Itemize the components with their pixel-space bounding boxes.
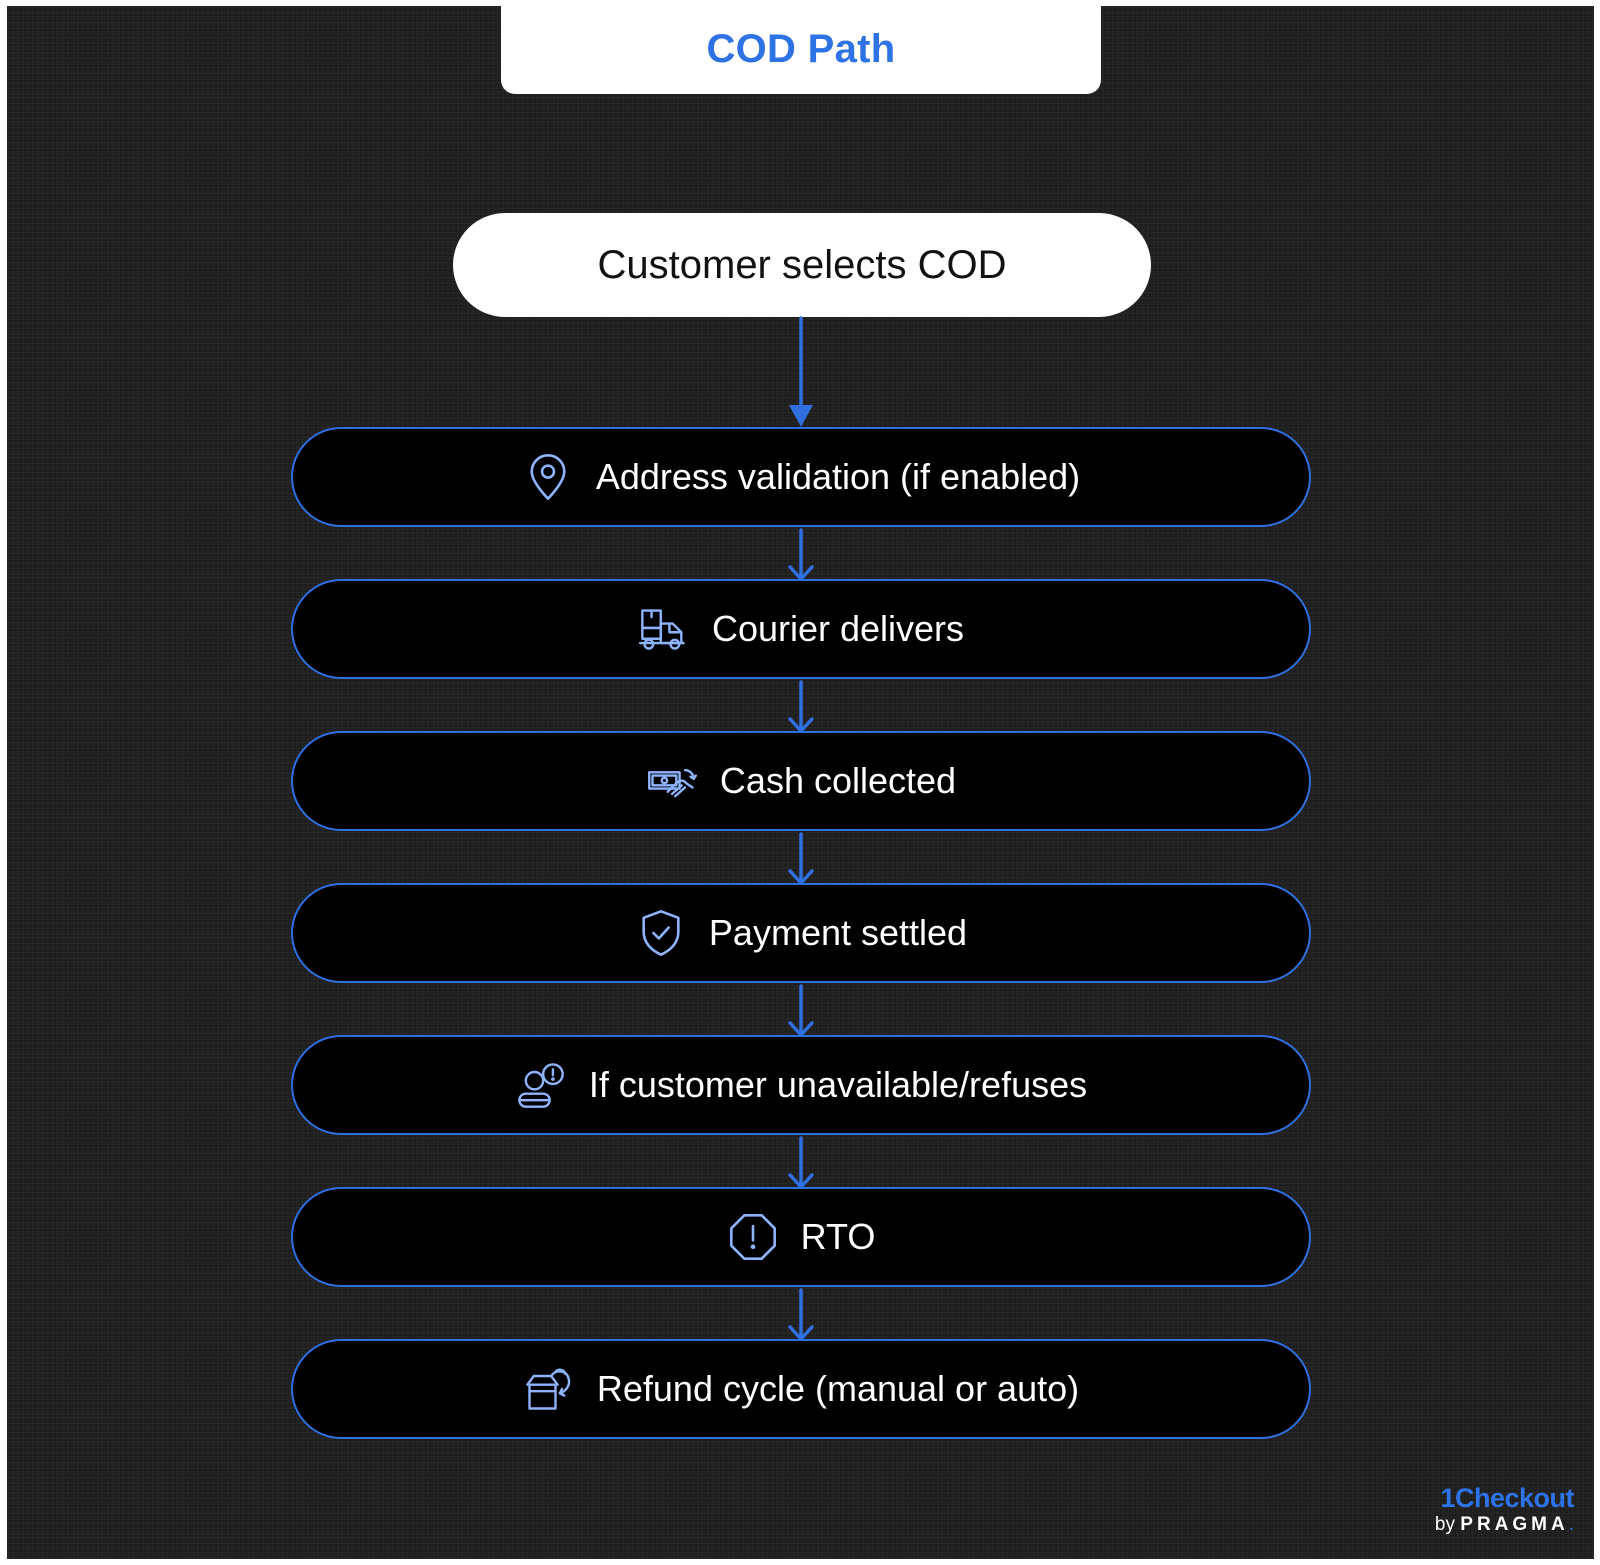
delivery-truck-icon (638, 603, 690, 655)
step-address-validation: Address validation (if enabled) (291, 427, 1311, 527)
shield-check-icon (635, 907, 687, 959)
step-cash-collected: Cash collected (291, 731, 1311, 831)
title-tab: COD Path (501, 6, 1101, 94)
step-label: If customer unavailable/refuses (588, 1064, 1088, 1105)
step-label: RTO (800, 1216, 876, 1257)
cash-hand-icon (646, 755, 698, 807)
octagon-alert-icon (727, 1211, 779, 1263)
brand-name: 1Checkout (1440, 1483, 1574, 1513)
step-refund-cycle: Refund cycle (manual or auto) (291, 1339, 1311, 1439)
step-courier-delivers: Courier delivers (291, 579, 1311, 679)
arrow-head-start (789, 405, 813, 427)
location-pin-icon (522, 451, 574, 503)
step-label: Address validation (if enabled) (595, 456, 1081, 497)
step-label: Cash collected (719, 760, 957, 801)
step-payment-settled: Payment settled (291, 883, 1311, 983)
diagram-canvas: COD Path Customer selects COD (7, 6, 1594, 1559)
step-label: Courier delivers (711, 608, 965, 649)
step-label: Payment settled (708, 912, 968, 953)
brand-byline: by PRAGMA. (1435, 1513, 1574, 1537)
brand-company: PRAGMA (1460, 1514, 1569, 1535)
start-node: Customer selects COD (453, 213, 1151, 317)
step-label: Refund cycle (manual or auto) (596, 1368, 1080, 1409)
diagram-title: COD Path (706, 27, 896, 71)
customer-alert-icon (515, 1059, 567, 1111)
start-node-label: Customer selects COD (597, 242, 1007, 287)
step-customer-unavailable: If customer unavailable/refuses (291, 1035, 1311, 1135)
step-rto: RTO (291, 1187, 1311, 1287)
box-return-icon (523, 1363, 575, 1415)
brand-logo: 1Checkout by PRAGMA. (1435, 1483, 1575, 1537)
brand-dot: . (1568, 1514, 1574, 1535)
brand-by: by (1434, 1514, 1455, 1535)
